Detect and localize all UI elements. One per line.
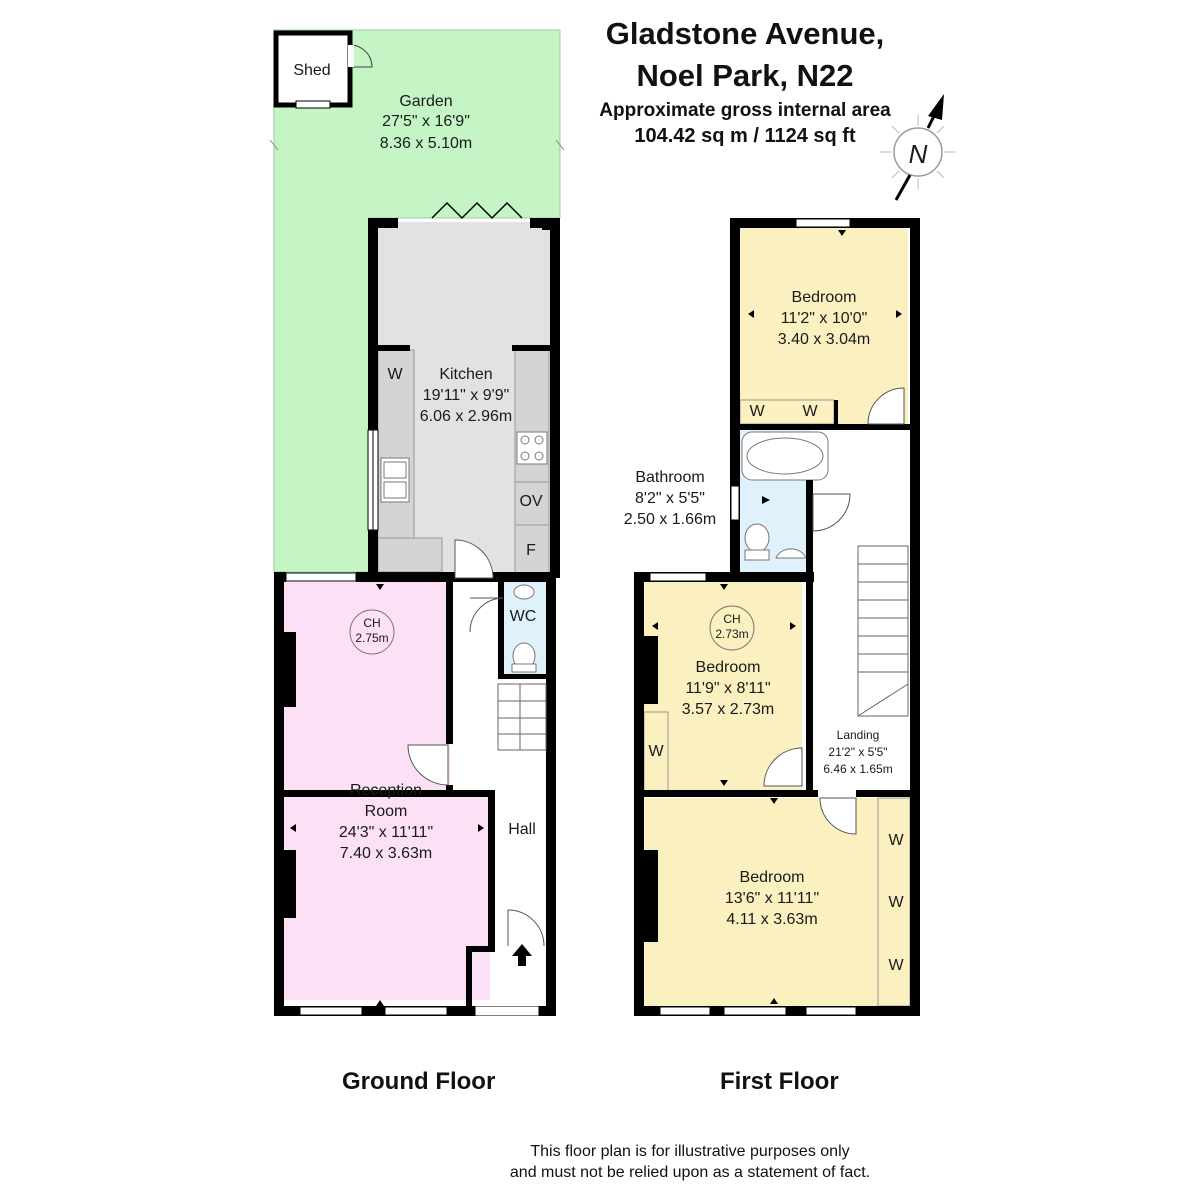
rear-bedroom-imperial: 11'2" x 10'0" [781,310,868,327]
middle-bedroom-metric: 3.57 x 2.73m [682,701,775,718]
sink-icon [380,457,410,503]
front-bedroom-metric: 4.11 x 3.63m [726,911,817,928]
area-value: 104.42 sq m / 1124 sq ft [634,125,856,147]
bathroom-basin-icon [775,548,807,559]
oven-label: OV [519,493,542,510]
wc-basin-icon [513,584,535,600]
disclaimer-line2: and must not be relied upon as a stateme… [509,1164,871,1181]
rear-bedroom-metric: 3.40 x 3.04m [778,331,871,348]
middle-bedroom-imperial: 11'9" x 8'11" [685,680,770,697]
landing-name: Landing [837,728,880,742]
front-bedroom-wardrobe-3: W [888,957,904,974]
garden-name: Garden [399,93,452,110]
ceiling-height-marker-first [709,605,755,651]
wc-label: WC [510,608,537,625]
bathroom-metric: 2.50 x 1.66m [624,511,717,528]
shed-outline [273,30,353,108]
hall-label: Hall [508,821,536,838]
fridge-label: F [526,542,536,559]
first-floor-plan [634,218,920,1016]
bathroom-name: Bathroom [635,469,704,486]
stairs-first [857,545,909,717]
plan-title-line2: Noel Park, N22 [636,58,854,93]
rear-bedroom-area [740,228,908,424]
reception-name-line2: Room [365,803,408,820]
kitchen-name: Kitchen [439,366,492,383]
rear-bedroom-wardrobe-1: W [749,403,765,420]
reception-ch-value: 2.75m [355,631,388,645]
reception-metric: 7.40 x 3.63m [340,845,433,862]
stairs-ground [497,683,547,751]
garden-imperial: 27'5" x 16'9" [382,113,470,130]
area-label: Approximate gross internal area [599,100,891,121]
middle-bedroom-area [644,582,802,792]
kitchen-imperial: 19'11" x 9'9" [423,387,510,404]
reception-ch-label: CH [363,616,380,630]
compass-icon: N [880,94,956,201]
front-bedroom-imperial: 13'6" x 11'11" [725,890,819,907]
plan-title-line1: Gladstone Avenue, [605,16,885,51]
landing-imperial: 21'2" x 5'5" [828,745,887,759]
rear-bedroom-wardrobe-2: W [802,403,818,420]
compass-north-letter: N [909,139,928,169]
rear-bedroom-name: Bedroom [792,289,857,306]
first-floor-label: First Floor [720,1068,839,1095]
landing-metric: 6.46 x 1.65m [823,762,892,776]
middle-bedroom-ch-label: CH [723,612,740,626]
disclaimer-line1: This floor plan is for illustrative purp… [530,1143,850,1160]
reception-name-line1: Reception [350,782,422,799]
ceiling-height-marker-ground [349,609,395,655]
shed-label: Shed [293,62,330,79]
bathroom-imperial: 8'2" x 5'5" [635,490,705,507]
hob-icon [516,431,548,465]
bath-icon [741,431,829,481]
bifold-door-icon [431,201,523,220]
front-bedroom-name: Bedroom [740,869,805,886]
front-bedroom-wardrobe-2: W [888,894,904,911]
front-bedroom-area [644,798,910,1006]
ground-floor-label: Ground Floor [342,1068,496,1095]
middle-bedroom-wardrobe: W [648,743,664,760]
bathroom-toilet-icon [744,523,770,553]
ground-floor-plan [269,29,565,1016]
kitchen-metric: 6.06 x 2.96m [420,408,513,425]
middle-bedroom-name: Bedroom [696,659,761,676]
kitchen-wardrobe-label: W [387,366,403,383]
entrance-arrow-icon [512,944,532,966]
garden-metric: 8.36 x 5.10m [380,135,473,152]
front-bedroom-wardrobe-1: W [888,832,904,849]
middle-bedroom-ch-value: 2.73m [715,627,748,641]
reception-imperial: 24'3" x 11'11" [339,824,433,841]
